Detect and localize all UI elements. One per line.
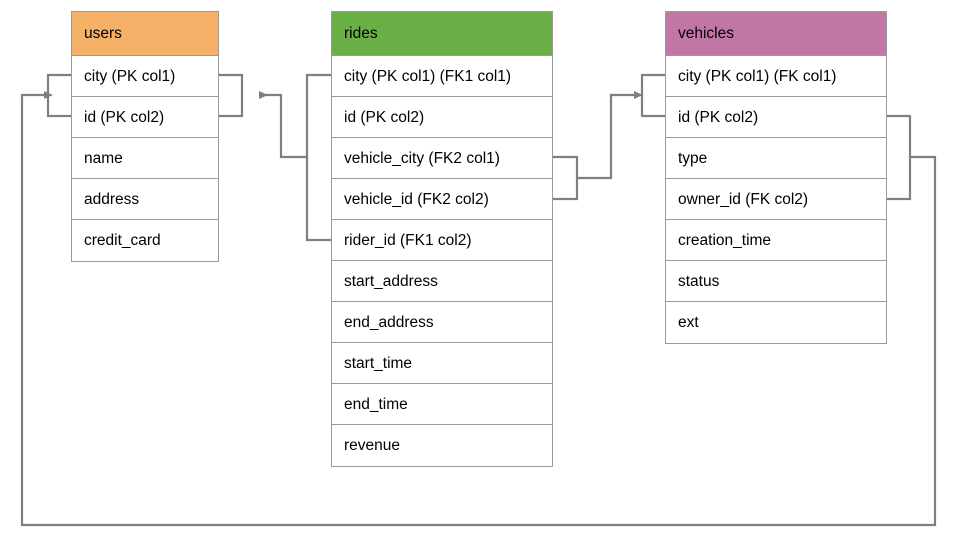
- table-row[interactable]: ext: [666, 302, 886, 343]
- table-row[interactable]: start_address: [332, 261, 552, 302]
- fk1-rides-to-users: [259, 91, 307, 159]
- table-vehicles-header: vehicles: [666, 12, 886, 56]
- table-row[interactable]: creation_time: [666, 220, 886, 261]
- table-vehicles[interactable]: vehicles city (PK col1) (FK col1) id (PK…: [665, 11, 887, 344]
- users-right-bracket: [219, 73, 244, 118]
- vehicles-right-bracket: [887, 114, 912, 201]
- table-row[interactable]: credit_card: [72, 220, 218, 261]
- table-row[interactable]: name: [72, 138, 218, 179]
- table-row[interactable]: start_time: [332, 343, 552, 384]
- table-row[interactable]: end_time: [332, 384, 552, 425]
- table-row[interactable]: end_address: [332, 302, 552, 343]
- table-row[interactable]: status: [666, 261, 886, 302]
- table-row[interactable]: owner_id (FK col2): [666, 179, 886, 220]
- table-row[interactable]: vehicle_city (FK2 col1): [332, 138, 552, 179]
- table-row[interactable]: city (PK col1): [72, 56, 218, 97]
- fk2-rides-to-vehicles: [577, 91, 643, 180]
- users-left-bracket: [46, 73, 71, 118]
- table-row[interactable]: rider_id (FK1 col2): [332, 220, 552, 261]
- table-row[interactable]: revenue: [332, 425, 552, 466]
- table-rides[interactable]: rides city (PK col1) (FK1 col1) id (PK c…: [331, 11, 553, 467]
- table-row[interactable]: id (PK col2): [666, 97, 886, 138]
- table-rides-header: rides: [332, 12, 552, 56]
- vehicles-left-bracket: [640, 73, 665, 118]
- table-row[interactable]: city (PK col1) (FK col1): [666, 56, 886, 97]
- rides-left-bracket: [305, 73, 331, 242]
- rides-right-bracket: [553, 155, 579, 201]
- table-users[interactable]: users city (PK col1) id (PK col2) name a…: [71, 11, 219, 262]
- table-row[interactable]: type: [666, 138, 886, 179]
- table-row[interactable]: address: [72, 179, 218, 220]
- table-users-header: users: [72, 12, 218, 56]
- table-row[interactable]: id (PK col2): [332, 97, 552, 138]
- table-row[interactable]: vehicle_id (FK2 col2): [332, 179, 552, 220]
- table-row[interactable]: city (PK col1) (FK1 col1): [332, 56, 552, 97]
- table-row[interactable]: id (PK col2): [72, 97, 218, 138]
